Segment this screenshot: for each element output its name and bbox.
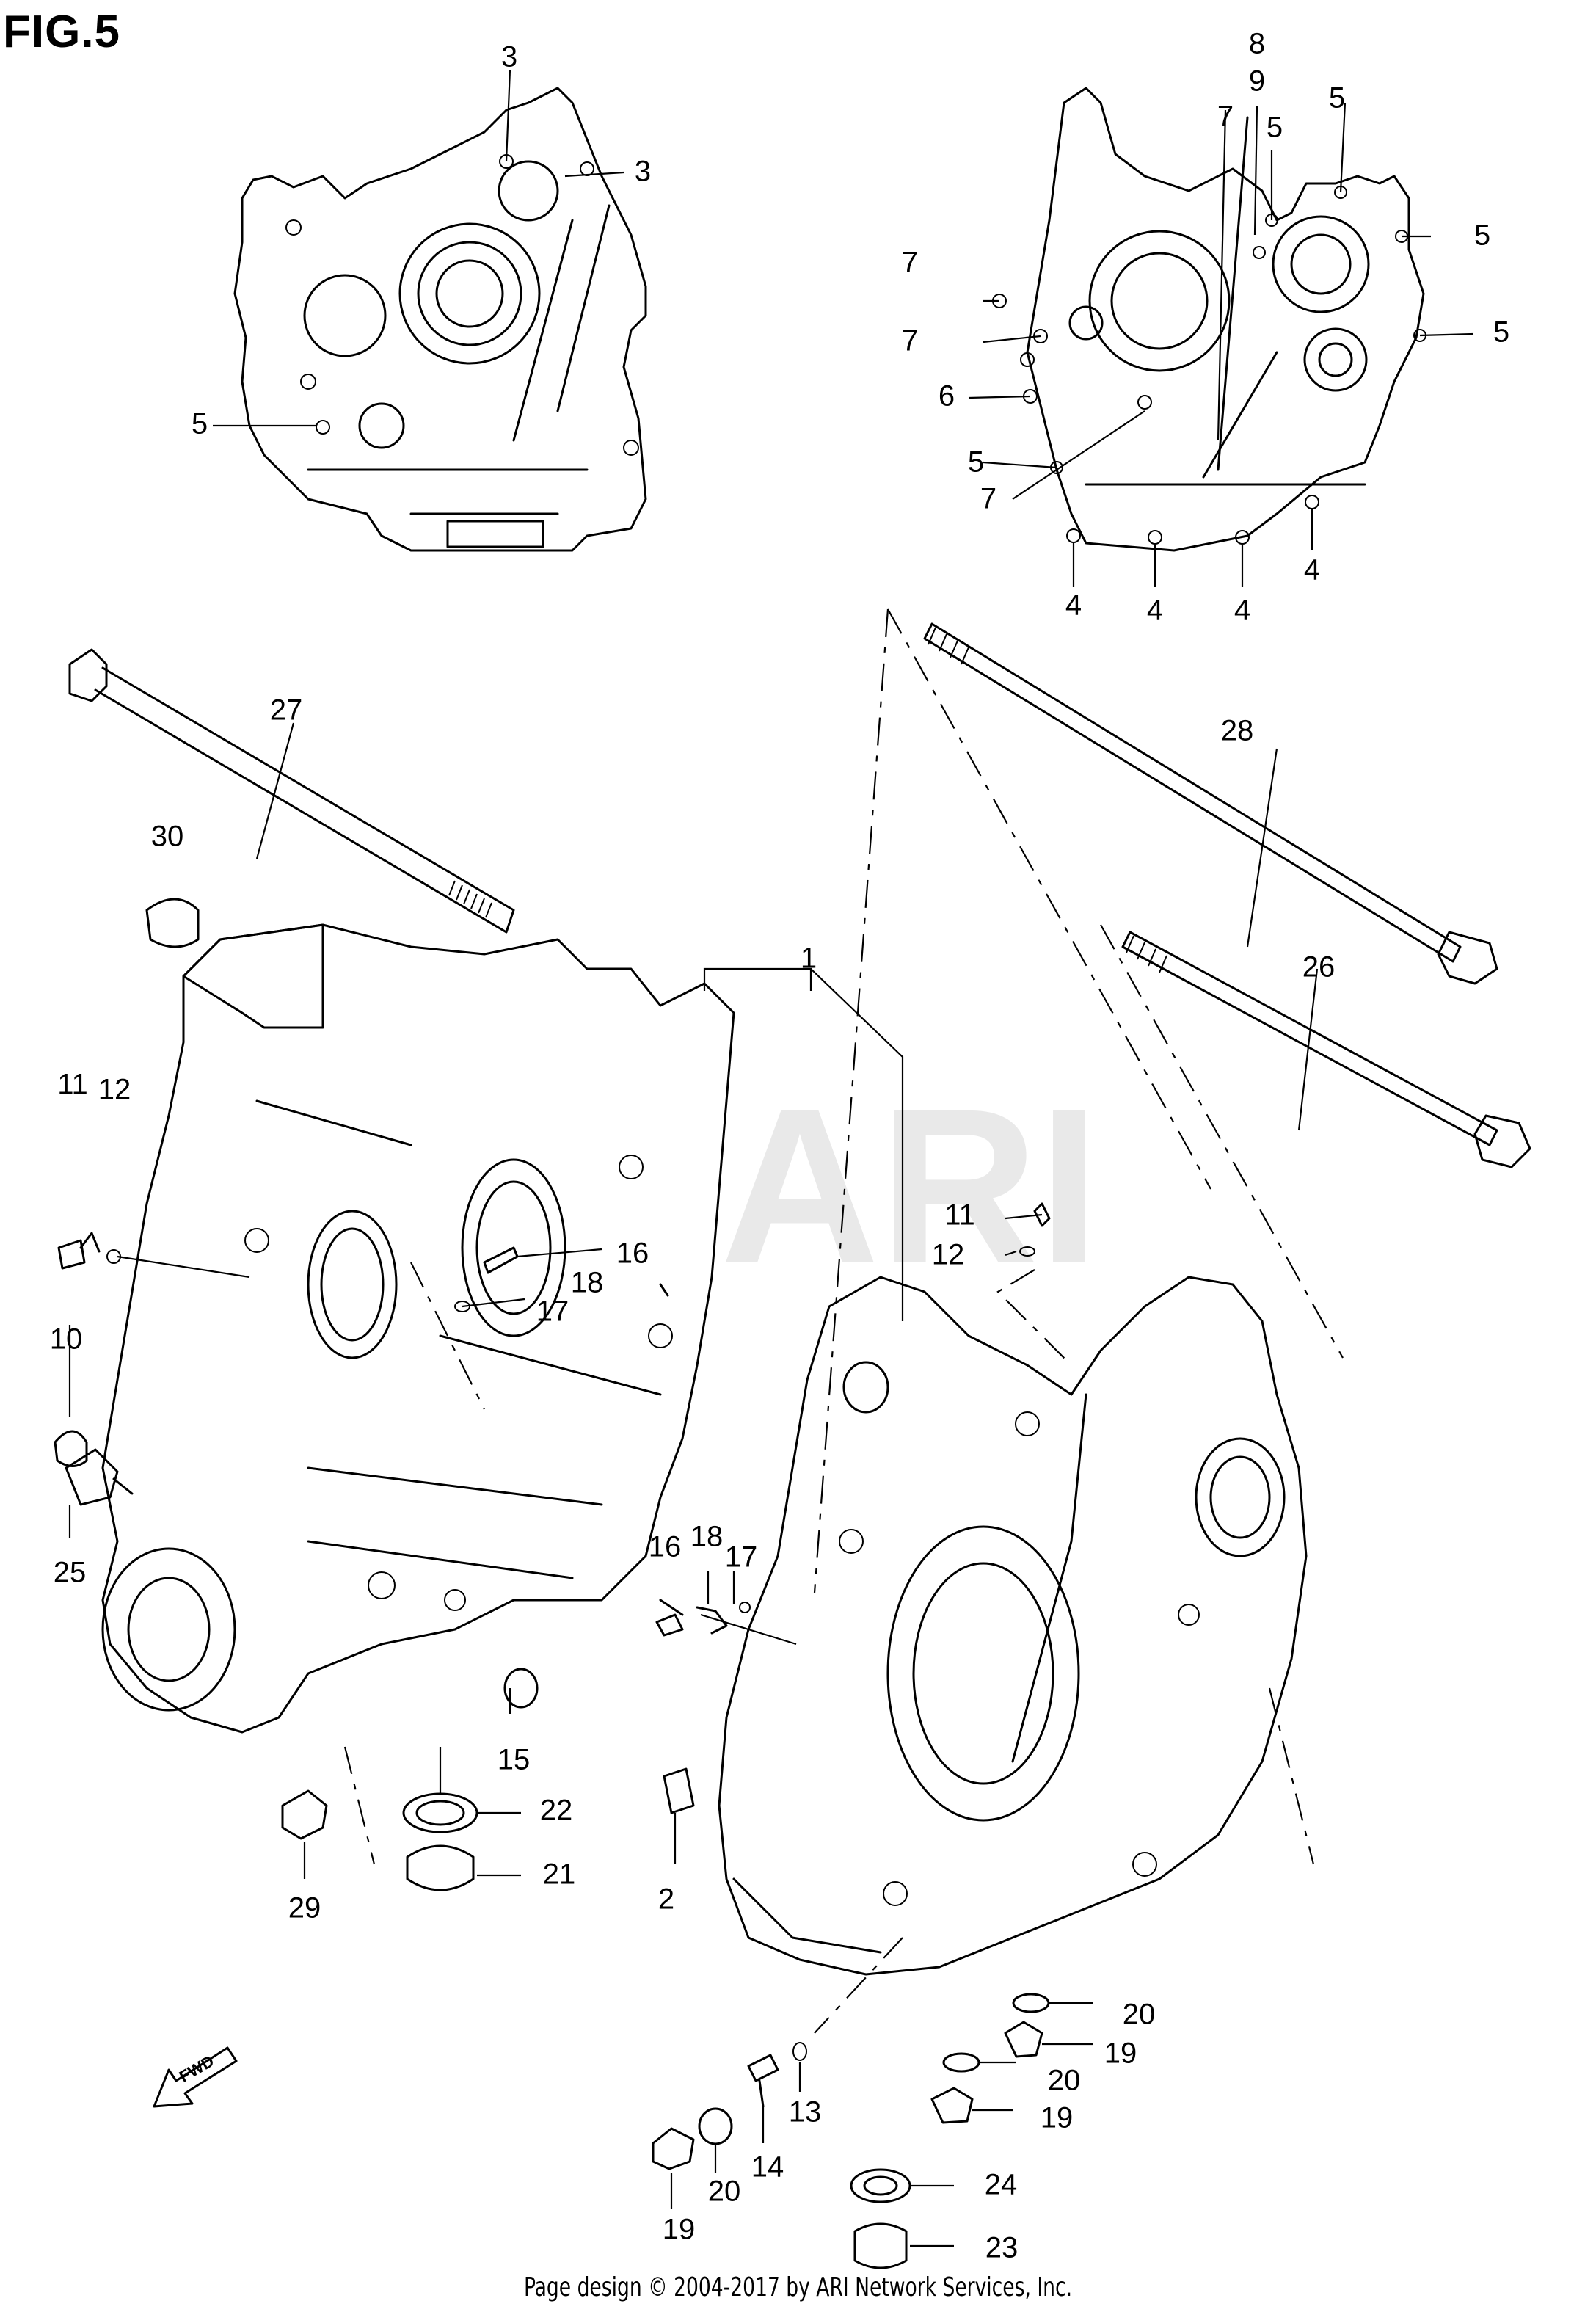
callout-3-right: 3 bbox=[635, 156, 651, 188]
callout-7-a: 7 bbox=[902, 247, 918, 279]
bolt-26 bbox=[1121, 931, 1531, 1168]
part-11-left bbox=[57, 1232, 101, 1270]
callout-7-top: 7 bbox=[1217, 101, 1234, 133]
callouts: 3 3 5 8 9 7 5 5 5 5 7 7 6 5 7 4 4 4 4 27… bbox=[50, 28, 1509, 2264]
part-17-right bbox=[739, 1602, 751, 1613]
part-18-right bbox=[696, 1606, 728, 1635]
bolt-27 bbox=[68, 648, 515, 934]
callout-24: 24 bbox=[985, 2169, 1018, 2201]
part-21-plug bbox=[406, 1844, 475, 1891]
part-13-washer bbox=[792, 2042, 807, 2061]
part-19-bolt-a bbox=[1004, 2021, 1043, 2058]
part-20-washer-a bbox=[1012, 1993, 1050, 2013]
callout-21: 21 bbox=[543, 1858, 576, 1891]
callout-14: 14 bbox=[751, 2151, 784, 2184]
part-19-bolt-lower bbox=[652, 2127, 695, 2170]
callout-5-right-b: 5 bbox=[1493, 316, 1509, 349]
callout-20-a: 20 bbox=[1123, 1999, 1156, 2031]
callout-23: 23 bbox=[985, 2232, 1019, 2264]
callout-5-mid: 5 bbox=[968, 446, 984, 479]
callout-20-lower: 20 bbox=[708, 2175, 741, 2208]
part-12-right bbox=[1019, 1246, 1035, 1257]
callout-22: 22 bbox=[540, 1795, 573, 1827]
copyright-footer: Page design © 2004-2017 by ARI Network S… bbox=[523, 2272, 1073, 2302]
callout-3-top: 3 bbox=[501, 41, 517, 73]
callout-5-top-a: 5 bbox=[1267, 112, 1283, 144]
callout-4-b: 4 bbox=[1147, 595, 1163, 627]
callout-29: 29 bbox=[288, 1892, 321, 1924]
callout-25: 25 bbox=[54, 1557, 87, 1589]
callout-20-b: 20 bbox=[1048, 2065, 1081, 2097]
figure-title: FIG.5 bbox=[3, 7, 121, 57]
callout-2: 2 bbox=[658, 1883, 674, 1916]
callout-4-a: 4 bbox=[1065, 589, 1082, 622]
callout-11-left: 11 bbox=[57, 1069, 88, 1101]
crankcase-left bbox=[101, 923, 735, 1734]
part-25-switch bbox=[65, 1448, 134, 1506]
fwd-label: FWD bbox=[175, 2051, 217, 2086]
fwd-arrow-icon bbox=[153, 2046, 238, 2108]
part-19-bolt-b bbox=[930, 2087, 974, 2124]
callout-16-right: 16 bbox=[649, 1531, 682, 1563]
part-20-washer-b bbox=[942, 2052, 980, 2073]
part-22-gasket bbox=[402, 1792, 478, 1833]
inset-right-crankcase-half bbox=[992, 87, 1426, 552]
callout-27: 27 bbox=[270, 694, 303, 727]
callout-17-right: 17 bbox=[725, 1541, 758, 1574]
callout-12-right: 12 bbox=[932, 1239, 965, 1271]
callout-18-left: 18 bbox=[571, 1267, 604, 1299]
callout-4-c: 4 bbox=[1234, 595, 1250, 627]
callout-15: 15 bbox=[498, 1744, 531, 1776]
crankcase-right bbox=[718, 1276, 1308, 1976]
part-18-left bbox=[659, 1283, 669, 1297]
callout-13: 13 bbox=[789, 2096, 822, 2129]
callout-5-right-a: 5 bbox=[1474, 219, 1490, 252]
callout-7-b: 7 bbox=[902, 325, 918, 357]
callout-4-d: 4 bbox=[1304, 554, 1320, 586]
callout-17-left: 17 bbox=[536, 1295, 569, 1328]
part-15-ring bbox=[659, 1599, 684, 1616]
part-23-plug bbox=[853, 2222, 908, 2269]
fwd-direction-marker: FWD bbox=[150, 2048, 238, 2106]
callout-9: 9 bbox=[1249, 65, 1265, 98]
callout-26: 26 bbox=[1302, 951, 1336, 984]
callout-11-right: 11 bbox=[944, 1199, 975, 1232]
part-10-cap bbox=[54, 1430, 88, 1467]
callout-10: 10 bbox=[50, 1323, 83, 1356]
part-11-right bbox=[1033, 1202, 1051, 1227]
callout-28: 28 bbox=[1221, 715, 1254, 747]
part-15-oring bbox=[503, 1668, 539, 1709]
callout-1: 1 bbox=[801, 942, 817, 975]
callout-12-left: 12 bbox=[98, 1074, 131, 1106]
bolt-28 bbox=[923, 622, 1498, 985]
part-30-plug bbox=[145, 898, 200, 948]
callout-30: 30 bbox=[151, 821, 184, 853]
part-16-right bbox=[655, 1613, 684, 1637]
callout-19-b: 19 bbox=[1041, 2102, 1074, 2134]
callout-6: 6 bbox=[939, 380, 955, 412]
callout-19-a: 19 bbox=[1104, 2037, 1137, 2070]
part-20-washer-lower bbox=[698, 2107, 733, 2145]
callout-19-lower: 19 bbox=[663, 2214, 696, 2246]
leader-lines bbox=[68, 69, 1474, 2247]
part-2-dowel bbox=[663, 1767, 695, 1814]
part-29-nut bbox=[281, 1789, 328, 1840]
watermark: ARI bbox=[721, 1062, 1100, 1309]
part-16-left bbox=[483, 1246, 519, 1274]
part-14-bolt bbox=[747, 2054, 779, 2108]
callout-16-left: 16 bbox=[616, 1237, 649, 1270]
inset-left-crankcase-half bbox=[233, 87, 647, 552]
callout-5-left-inset: 5 bbox=[192, 408, 208, 440]
callout-18-right: 18 bbox=[690, 1521, 724, 1553]
callout-5-top-b: 5 bbox=[1329, 82, 1345, 114]
callout-7-c: 7 bbox=[980, 483, 996, 515]
part-17-left bbox=[454, 1301, 470, 1312]
construction-lines bbox=[343, 608, 1344, 2034]
part-24-washer bbox=[850, 2168, 911, 2203]
callout-8: 8 bbox=[1249, 28, 1265, 60]
